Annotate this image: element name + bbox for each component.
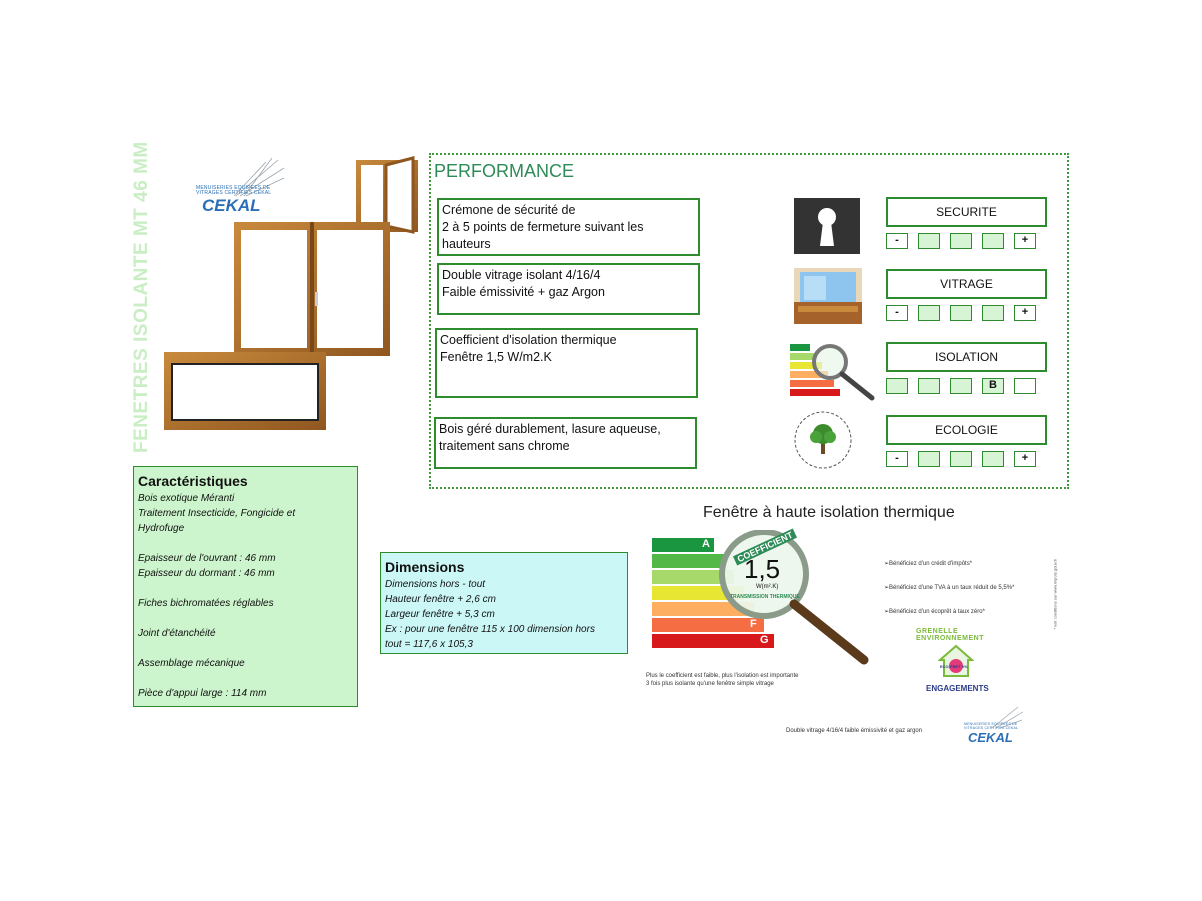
rating-ecology-label: ECOLOGIE (886, 415, 1047, 445)
rating-security-level-3 (950, 233, 972, 249)
rating-insulation-selected: B (982, 378, 1004, 394)
rating-glazing-scale: - + (886, 305, 1047, 321)
magnifier-icon (719, 530, 869, 665)
grenelle-logo: GRENELLE ENVIRONNEMENT ECO-PRET 0% ENGAG… (914, 626, 998, 698)
characteristics-title: Caractéristiques (138, 473, 248, 489)
energy-bar-c (652, 570, 734, 584)
grenelle-bottom-text: ENGAGEMENTS (926, 684, 989, 693)
energy-bar-a (652, 538, 714, 552)
rating-security-minus: - (886, 233, 908, 249)
eco-tree-seal-icon (794, 411, 852, 469)
coefficient-subtitle: TRANSMISSION THERMIQUE (730, 594, 800, 600)
cekal-rays-small-icon (991, 706, 1024, 729)
security-description-box: Crémone de sécurité de 2 à 5 points de f… (437, 198, 700, 256)
rating-security-scale: - + (886, 233, 1047, 249)
grenelle-top-text: GRENELLE ENVIRONNEMENT (916, 628, 984, 642)
coefficient-unit: W(m².K) (756, 584, 779, 590)
window-products-image (164, 156, 418, 430)
energy-letter-g: G (760, 634, 769, 646)
cekal-logo-line1: MENUISERIES EQUIPEES DE (196, 185, 271, 191)
dimensions-panel: Dimensions Dimensions hors - tout Hauteu… (380, 552, 628, 654)
benefits-list: ➢Bénéficiez d'un crédit d'impôts* ➢Bénéf… (884, 561, 1015, 615)
rating-insulation-level-2 (918, 378, 940, 394)
rating-glazing-plus: + (1014, 305, 1036, 321)
keyhole-icon (794, 198, 860, 254)
energy-bar-b (652, 554, 724, 568)
cekal-logo-small: MENUISERIES EQUIPEES DE VITRAGES CERTIFI… (964, 706, 1024, 748)
rating-glazing-minus: - (886, 305, 908, 321)
characteristics-panel: Caractéristiques Bois exotique Méranti T… (133, 466, 358, 707)
rating-security-level-2 (918, 233, 940, 249)
cekal-rays-icon (233, 158, 285, 197)
rating-glazing-level-2 (918, 305, 940, 321)
energy-note: Plus le coefficient est faible, plus l'i… (646, 673, 799, 687)
rating-insulation-level-3 (950, 378, 972, 394)
rating-ecology-level-3 (950, 451, 972, 467)
dimensions-title: Dimensions (385, 559, 465, 575)
energy-letter-a: A (702, 538, 710, 550)
rating-ecology-plus: + (1014, 451, 1036, 467)
rating-ecology-level-4 (982, 451, 1004, 467)
energy-bar-f (652, 618, 764, 632)
grenelle-house-icon (938, 644, 974, 677)
benefits-side-note: * voir conditions sur www.impots.gouv.fr (1052, 559, 1058, 630)
footer-caption: Double vitrage 4/16/4 faible émissivité … (786, 728, 923, 734)
rating-security: SECURITE - + (886, 197, 1047, 249)
rating-security-label: SECURITE (886, 197, 1047, 227)
rating-ecology-level-2 (918, 451, 940, 467)
glazing-description-box: Double vitrage isolant 4/16/4 Faible émi… (437, 263, 700, 315)
glazing-icon (794, 268, 862, 324)
rating-insulation-level-5 (1014, 378, 1036, 394)
rating-ecology-scale: - + (886, 451, 1047, 467)
rating-ecology: ECOLOGIE - + (886, 415, 1047, 467)
rating-insulation-scale: B (886, 378, 1047, 394)
energy-bar-d (652, 586, 744, 600)
energy-title: Fenêtre à haute isolation thermique (703, 504, 955, 521)
cekal-logo-line2: VITRAGES CERTIFIES CEKAL (196, 190, 272, 196)
rating-glazing-label: VITRAGE (886, 269, 1047, 299)
rating-insulation-label: ISOLATION (886, 342, 1047, 372)
rating-glazing-level-3 (950, 305, 972, 321)
performance-title: PERFORMANCE (434, 161, 575, 181)
cekal-logo-small-name: CEKAL (968, 730, 1013, 745)
rating-insulation-level-1 (886, 378, 908, 394)
cekal-logo-name: CEKAL (202, 196, 261, 215)
energy-magnifier-icon (790, 344, 875, 401)
insulation-description-box: Coefficient d'isolation thermique Fenêtr… (435, 328, 698, 398)
performance-section (429, 153, 1069, 489)
cekal-logo: MENUISERIES EQUIPEES DE VITRAGES CERTIFI… (196, 158, 286, 215)
rating-ecology-minus: - (886, 451, 908, 467)
energy-label-graphic: A F G COEFFICIENT 1,5 W(m².K) TRANSMISSI… (652, 528, 872, 670)
rating-glazing: VITRAGE - + (886, 269, 1047, 321)
ecology-description-box: Bois géré durablement, lasure aqueuse, t… (434, 417, 697, 469)
rating-security-plus: + (1014, 233, 1036, 249)
coefficient-value: 1,5 (744, 554, 781, 584)
rating-glazing-level-4 (982, 305, 1004, 321)
rating-insulation: ISOLATION B (886, 342, 1047, 394)
energy-bar-e (652, 602, 754, 616)
energy-bar-g (652, 634, 774, 648)
rating-security-level-4 (982, 233, 1004, 249)
grenelle-center-text: ECO-PRET 0% (940, 664, 968, 669)
energy-letter-f: F (750, 618, 757, 630)
